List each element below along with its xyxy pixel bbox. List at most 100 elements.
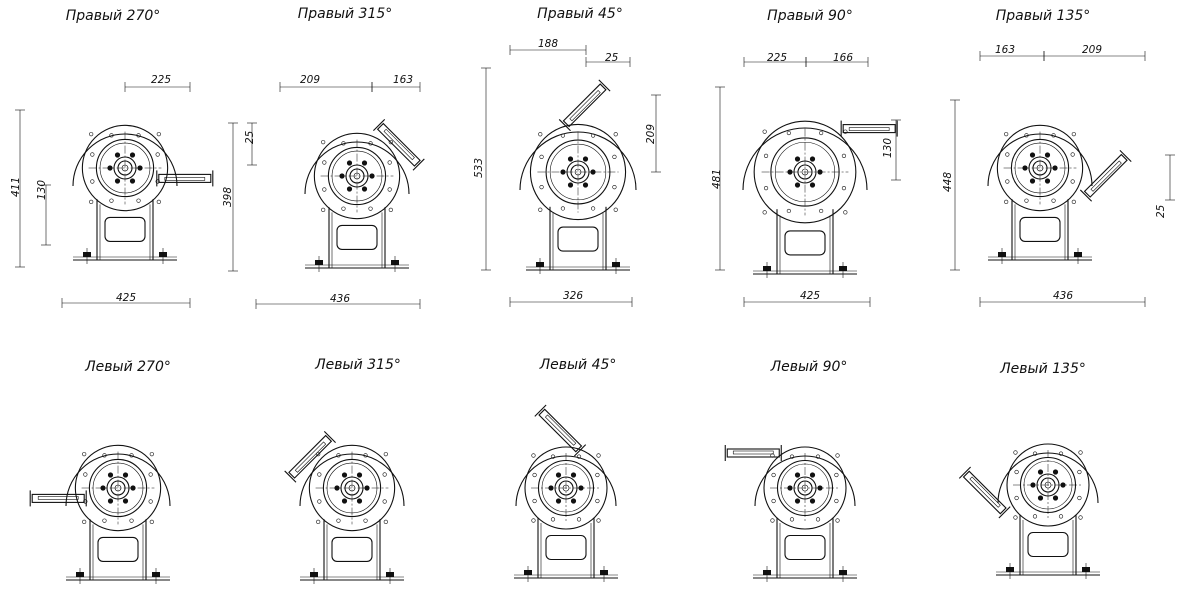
housing-bolt: [613, 132, 618, 137]
hub-bolt: [582, 182, 589, 188]
flange-bolt: [532, 472, 537, 478]
flange-bolt: [90, 179, 95, 184]
flange-bolt: [382, 499, 387, 504]
flange-bolt: [129, 518, 134, 523]
outlet-flange-body: [31, 493, 85, 503]
flange-bolt: [834, 472, 839, 478]
housing-bolt: [770, 518, 775, 523]
hub-bolt: [1044, 152, 1051, 158]
hub-bolt: [809, 472, 816, 478]
housing-bolt: [596, 453, 601, 458]
dim-text: 225: [767, 52, 788, 64]
fan-drawing: [284, 430, 405, 584]
outlet-flange-inner: [848, 127, 890, 131]
hub-bolt: [1052, 495, 1059, 501]
hub-bolt: [130, 485, 136, 491]
dim-text: 130: [882, 137, 894, 158]
dim-text: 448: [942, 171, 954, 192]
flange-bolt: [1077, 495, 1082, 501]
hub-bolt: [567, 156, 574, 162]
housing-bolt: [1071, 132, 1076, 137]
dim-text: 398: [222, 186, 234, 207]
flange-bolt: [336, 518, 341, 523]
flange-bolt: [83, 472, 88, 477]
dim-text: 225: [151, 74, 172, 86]
flange-bolt: [1014, 469, 1019, 475]
hub-bolt: [129, 178, 136, 184]
motor-cutout: [784, 534, 826, 561]
outlet-flange-body: [1083, 153, 1128, 198]
hub-bolt: [590, 169, 596, 175]
housing-bolt: [538, 207, 543, 212]
hub-bolt: [570, 472, 577, 478]
dim-text: 209: [645, 123, 657, 144]
dim-text: 209: [300, 74, 321, 86]
impeller-casing: [996, 124, 1084, 212]
outlet-flange: [958, 466, 1011, 519]
flange-bolt: [612, 184, 617, 190]
flange-bolt: [1024, 198, 1029, 203]
flange-bolt: [109, 198, 114, 203]
housing-bolt: [82, 519, 87, 524]
variant-label-left-270: Левый 270°: [85, 359, 171, 375]
housing-bolt: [596, 518, 601, 523]
motor-cutout: [784, 230, 826, 256]
outlet-flange: [534, 404, 587, 457]
hub-bolt: [794, 498, 801, 504]
outlet-flange-inner: [383, 128, 415, 161]
hub-bolt: [567, 182, 574, 188]
variant-label-left-90: Левый 90°: [770, 359, 848, 375]
outlet-flange-inner: [164, 177, 206, 181]
housing-bolt: [316, 519, 321, 524]
housing-bolt: [388, 207, 393, 212]
housing-bolt: [149, 452, 154, 457]
flange-bolt: [789, 517, 795, 522]
impeller-casing: [529, 123, 627, 221]
outlet-flange-inner: [294, 441, 327, 473]
fan-drawing: [724, 445, 857, 582]
flange-bolt: [363, 453, 368, 458]
hub-bolt: [809, 498, 816, 504]
housing-bolt: [89, 199, 94, 204]
flange-bolt: [763, 186, 769, 191]
flange-bolt: [322, 187, 327, 192]
dim-text: 25: [1155, 204, 1167, 218]
flange-bolt: [341, 206, 346, 211]
flange-bolt: [1077, 469, 1082, 475]
dim-text: 533: [473, 157, 485, 178]
housing-bolt: [321, 140, 326, 145]
flange-bolt: [560, 133, 566, 138]
motor-cutout: [1027, 531, 1069, 558]
outlet-flange-body: [288, 434, 333, 479]
hub-bolt: [1037, 495, 1044, 501]
flange-bolt: [612, 154, 617, 160]
outlet-flange-edge: [558, 119, 571, 132]
outlet-flange-inner: [37, 496, 79, 500]
hub-bolt: [809, 182, 816, 188]
outlet-flange-edge: [1079, 189, 1093, 202]
flange-bolt: [322, 160, 327, 165]
impeller-casing: [753, 120, 857, 224]
flange-bolt: [539, 154, 544, 160]
outlet-flange-edge: [373, 118, 386, 132]
dim-text: 436: [1053, 290, 1074, 302]
flange-bolt: [789, 454, 795, 459]
flange-bolt: [786, 208, 791, 214]
outlet-flange-body: [376, 122, 421, 167]
housing-bolt: [383, 519, 388, 524]
outlet-flange: [724, 445, 782, 461]
flange-bolt: [550, 454, 556, 459]
flange-bolt: [532, 498, 537, 504]
flange-bolt: [341, 141, 346, 146]
variant-label-left-45: Левый 45°: [539, 357, 617, 373]
motor-cutout: [557, 226, 599, 252]
flange-bolt: [1024, 133, 1029, 138]
flange-bolt: [576, 454, 582, 459]
outlet-flange-edge: [958, 466, 971, 479]
housing-bolt: [156, 199, 161, 204]
flange-bolt: [155, 152, 160, 157]
variant-label-right-135: Правый 135°: [995, 8, 1091, 24]
hub-bolt: [114, 152, 121, 158]
outlet-flange: [284, 430, 336, 483]
